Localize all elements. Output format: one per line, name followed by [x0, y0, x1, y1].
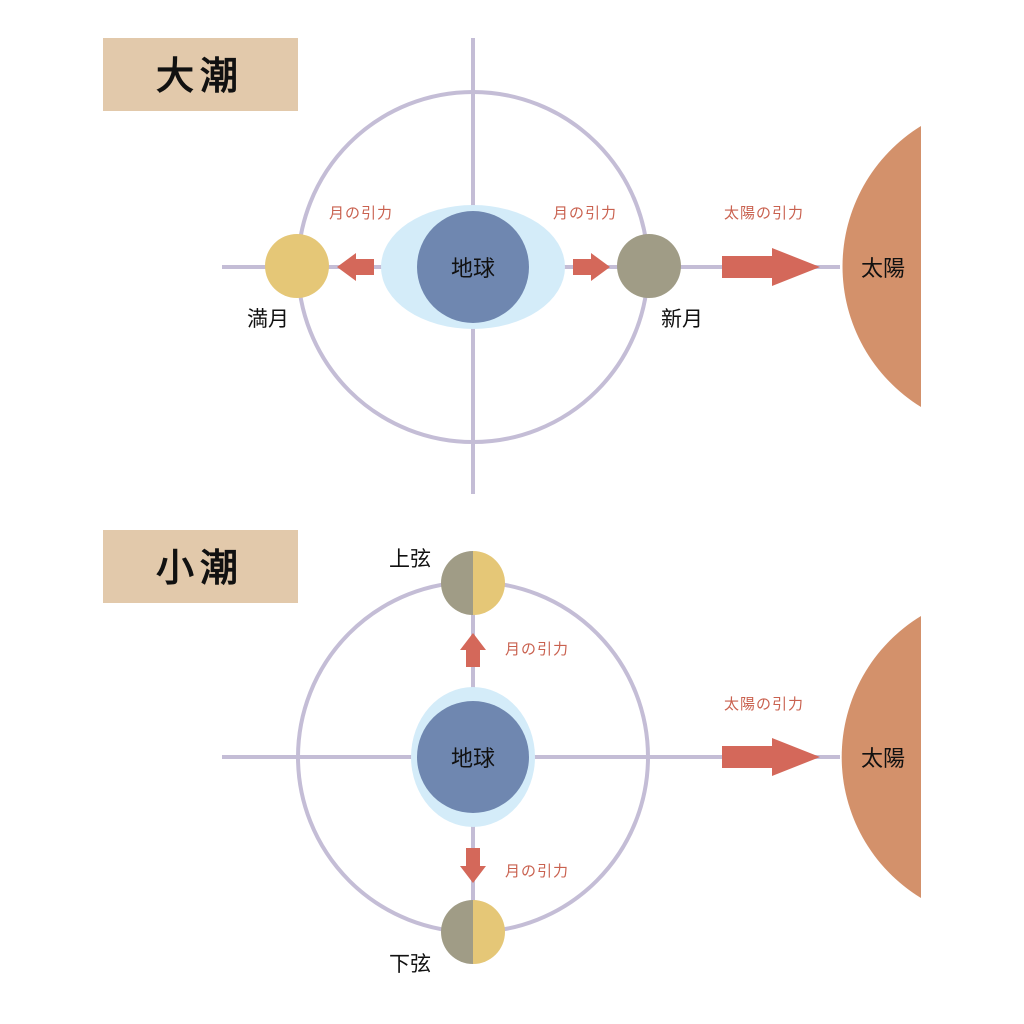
new-moon-label: 新月 — [661, 307, 703, 331]
last-quarter-moon — [441, 900, 505, 964]
neap-tide-title-box — [103, 530, 298, 603]
neap-earth — [417, 701, 529, 813]
spring-moon-force-right-label: 月の引力 — [553, 204, 617, 222]
neap-moon-force-up-arrow — [460, 633, 486, 667]
neap-sun-label: 太陽 — [861, 747, 905, 772]
spring-moon-force-left-arrow — [337, 253, 374, 281]
neap-moon-force-down-label: 月の引力 — [505, 862, 569, 880]
spring-tide-title: 大潮 — [156, 54, 244, 98]
spring-tide-title-box — [103, 38, 298, 111]
neap-moon-force-down-arrow — [460, 848, 486, 883]
neap-sun-force-label: 太陽の引力 — [724, 695, 804, 713]
new-moon — [617, 234, 681, 298]
full-moon-label: 満月 — [247, 307, 289, 331]
neap-sun-force-arrow — [722, 738, 820, 776]
last-quarter-label: 下弦 — [389, 952, 431, 976]
neap-sun — [841, 616, 921, 898]
spring-moon-force-left-label: 月の引力 — [329, 204, 393, 222]
first-quarter-moon — [441, 551, 505, 615]
neap-moon-force-up-label: 月の引力 — [505, 640, 569, 658]
spring-sun — [842, 126, 921, 407]
neap-tide-panel: 小潮 地球 上弦 下弦 月の引力 月の引力 太陽の引力 太陽 — [103, 530, 921, 976]
spring-sun-force-arrow — [722, 248, 820, 286]
first-quarter-label: 上弦 — [389, 547, 431, 571]
neap-tide-title: 小潮 — [156, 546, 244, 590]
neap-earth-label: 地球 — [451, 747, 495, 772]
spring-earth — [417, 211, 529, 323]
full-moon — [265, 234, 329, 298]
spring-earth-label: 地球 — [451, 257, 495, 282]
spring-sun-force-label: 太陽の引力 — [724, 204, 804, 222]
spring-tide-panel: 大潮 地球 満月 新月 月の引力 月の引力 太陽の引力 太陽 — [103, 38, 921, 494]
spring-sun-label: 太陽 — [861, 257, 905, 282]
spring-moon-force-right-arrow — [573, 253, 610, 281]
